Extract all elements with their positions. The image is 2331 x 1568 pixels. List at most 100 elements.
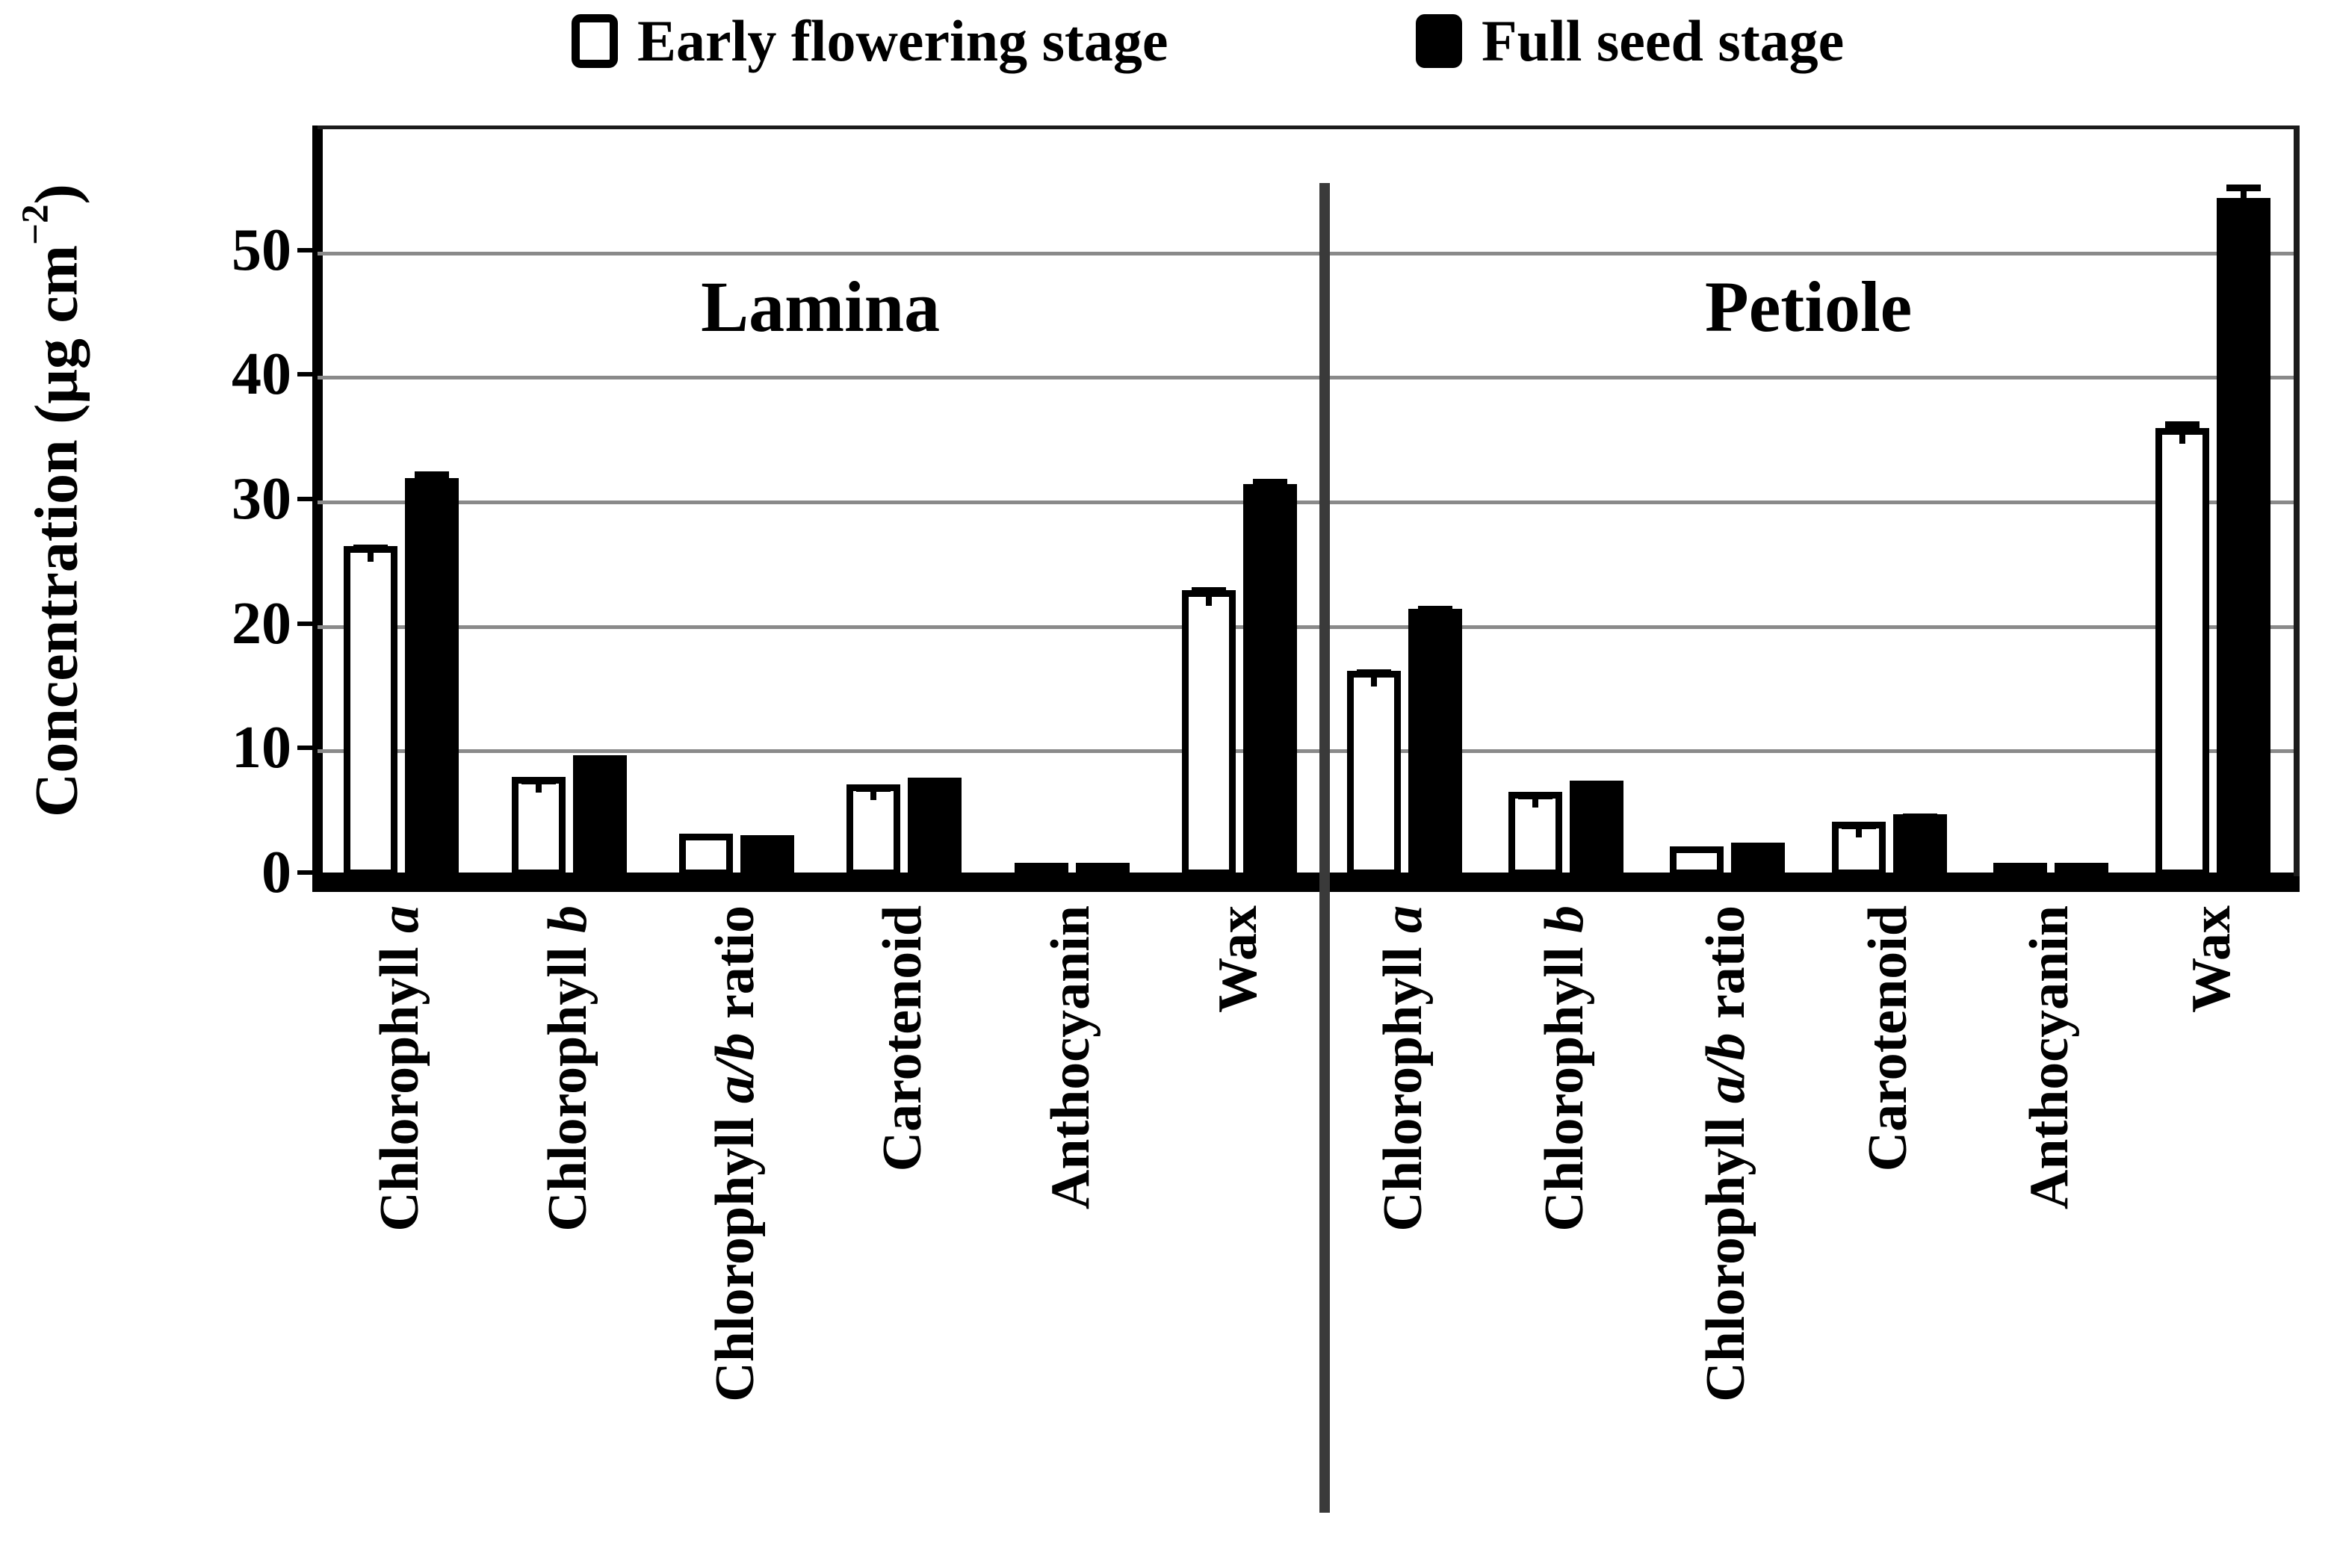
error-bar-stem (870, 787, 877, 800)
error-bar-cap (2226, 185, 2261, 192)
error-bar-cap (856, 784, 891, 792)
error-bar-cap (353, 545, 388, 552)
error-bar-cap (2164, 421, 2200, 428)
bar-lamina-chlorophyll-a-early (344, 545, 398, 876)
x-label-segment: Carotenoid (1857, 905, 1919, 1172)
slot-lamina-3 (820, 129, 988, 876)
x-label-segment: b (1533, 905, 1595, 933)
slot-petiole-2 (1647, 129, 1808, 876)
x-label-segment: a/b (1695, 1032, 1757, 1104)
bar-lamina-wax-early (1182, 586, 1236, 876)
error-bar-cap (1841, 822, 1876, 829)
gridline-20 (318, 625, 2294, 629)
error-bar-stem (429, 473, 436, 494)
error-bar-cap (1517, 792, 1553, 799)
legend-label-early-flowering: Early flowering stage (637, 8, 1168, 73)
error-bar-stem (1206, 589, 1213, 606)
x-label-segment: b (536, 905, 598, 933)
x-label-lamina-4: Anthocyanin (1039, 905, 1101, 1210)
bar-petiole-chlorophyll-b-early (1508, 791, 1562, 876)
error-bar-stem (1593, 783, 1600, 796)
section-label-petiole: Petiole (1705, 267, 1913, 347)
y-tick-label-30: 30 (232, 466, 291, 532)
x-label-petiole-1: Chlorophyll b (1533, 905, 1595, 1232)
bar-lamina-chlorophyll-a-full (405, 471, 459, 876)
error-bar-stem (1855, 824, 1862, 837)
y-tick-label-0: 0 (261, 840, 291, 905)
x-label-petiole-4: Anthocyanin (2019, 905, 2080, 1209)
x-label-segment: Chlorophyll (704, 1103, 766, 1402)
error-bar-cap (1902, 814, 1937, 821)
x-label-segment: Chlorophyll (369, 933, 431, 1232)
y-tick-label-10: 10 (232, 715, 291, 781)
slot-petiole-5 (2132, 129, 2294, 876)
error-bar-stem (596, 758, 603, 772)
y-tick-label-50: 50 (232, 217, 291, 283)
error-bar-cap (917, 778, 953, 786)
error-bar-cap (1192, 586, 1227, 594)
error-bar-stem (535, 779, 542, 793)
bar-petiole-carotenoid-full (1892, 814, 1947, 876)
error-bar-stem (2240, 187, 2247, 214)
bar-petiole-chlorophyll-a-early (1346, 669, 1401, 876)
bar-petiole-wax-early (2155, 421, 2209, 876)
y-tick-mark-0 (297, 870, 314, 875)
x-label-petiole-2: Chlorophyll a/b ratio (1695, 905, 1757, 1402)
section-divider-line (1319, 183, 1330, 1513)
error-bar-stem (1267, 480, 1274, 500)
bar-lamina-anthocyanin-full (1075, 863, 1130, 876)
x-label-segment: Chlorophyll (536, 933, 598, 1232)
legend-swatch-full-seed-icon (1416, 14, 1462, 68)
error-bar-cap (415, 471, 450, 478)
x-label-lamina-1: Chlorophyll b (536, 905, 598, 1232)
slot-petiole-1 (1485, 129, 1647, 876)
error-bar-stem (932, 781, 938, 794)
x-label-segment: Carotenoid (872, 905, 934, 1172)
y-tick-mark-50 (297, 247, 314, 252)
x-label-lamina-0: Chlorophyll a (369, 905, 431, 1232)
x-label-segment: Anthocyanin (1039, 905, 1101, 1210)
x-label-lamina-5: Wax (1207, 905, 1269, 1013)
x-label-segment: Wax (1207, 905, 1269, 1013)
bar-lamina-chlorophyll-b-full (572, 755, 627, 876)
x-label-petiole-5: Wax (2181, 905, 2242, 1013)
slot-lamina-5 (1156, 129, 1323, 876)
error-bar-cap (1579, 781, 1614, 788)
legend-swatch-early-flowering-icon (572, 14, 618, 68)
y-tick-mark-30 (297, 497, 314, 501)
bar-lamina-chlorophyll-a-b-ratio-early (678, 834, 733, 876)
x-label-petiole-3: Carotenoid (1857, 905, 1919, 1172)
bar-petiole-chlorophyll-b-full (1569, 780, 1623, 876)
error-bar-stem (1370, 671, 1377, 687)
y-tick-mark-20 (297, 621, 314, 626)
slot-lamina-2 (653, 129, 820, 876)
x-label-segment: a (369, 905, 431, 933)
bar-petiole-chlorophyll-a-b-ratio-full (1731, 843, 1786, 876)
bar-petiole-chlorophyll-a-b-ratio-early (1670, 846, 1724, 876)
y-axis-title: Concentration (μg cm−2) (14, 184, 90, 817)
bar-lamina-carotenoid-full (908, 778, 962, 876)
error-bar-stem (1532, 794, 1538, 808)
y-tick-label-20: 20 (232, 590, 291, 657)
gridline-30 (318, 501, 2294, 504)
x-label-petiole-0: Chlorophyll a (1372, 905, 1434, 1232)
bar-petiole-carotenoid-early (1831, 821, 1886, 876)
bar-lamina-anthocyanin-early (1014, 863, 1068, 876)
slot-lamina-1 (485, 129, 652, 876)
bar-petiole-chlorophyll-a-full (1408, 605, 1462, 876)
error-bar-cap (1417, 605, 1452, 613)
bar-lamina-wax-full (1243, 478, 1298, 876)
group-lamina (318, 129, 1323, 876)
plot-area: Lamina Petiole (318, 125, 2300, 876)
gridline-10 (318, 749, 2294, 754)
bar-petiole-wax-full (2216, 185, 2270, 876)
legend-item-full-seed: Full seed stage (1416, 7, 1844, 75)
x-label-segment: Chlorophyll (1372, 933, 1434, 1232)
slot-petiole-0 (1323, 129, 1485, 876)
slot-lamina-4 (988, 129, 1156, 876)
x-label-segment: Chlorophyll (1695, 1103, 1757, 1402)
x-label-segment: a/b (704, 1032, 766, 1104)
error-bar-cap (1253, 478, 1288, 486)
x-axis-line (312, 873, 2300, 892)
slot-lamina-0 (318, 129, 485, 876)
